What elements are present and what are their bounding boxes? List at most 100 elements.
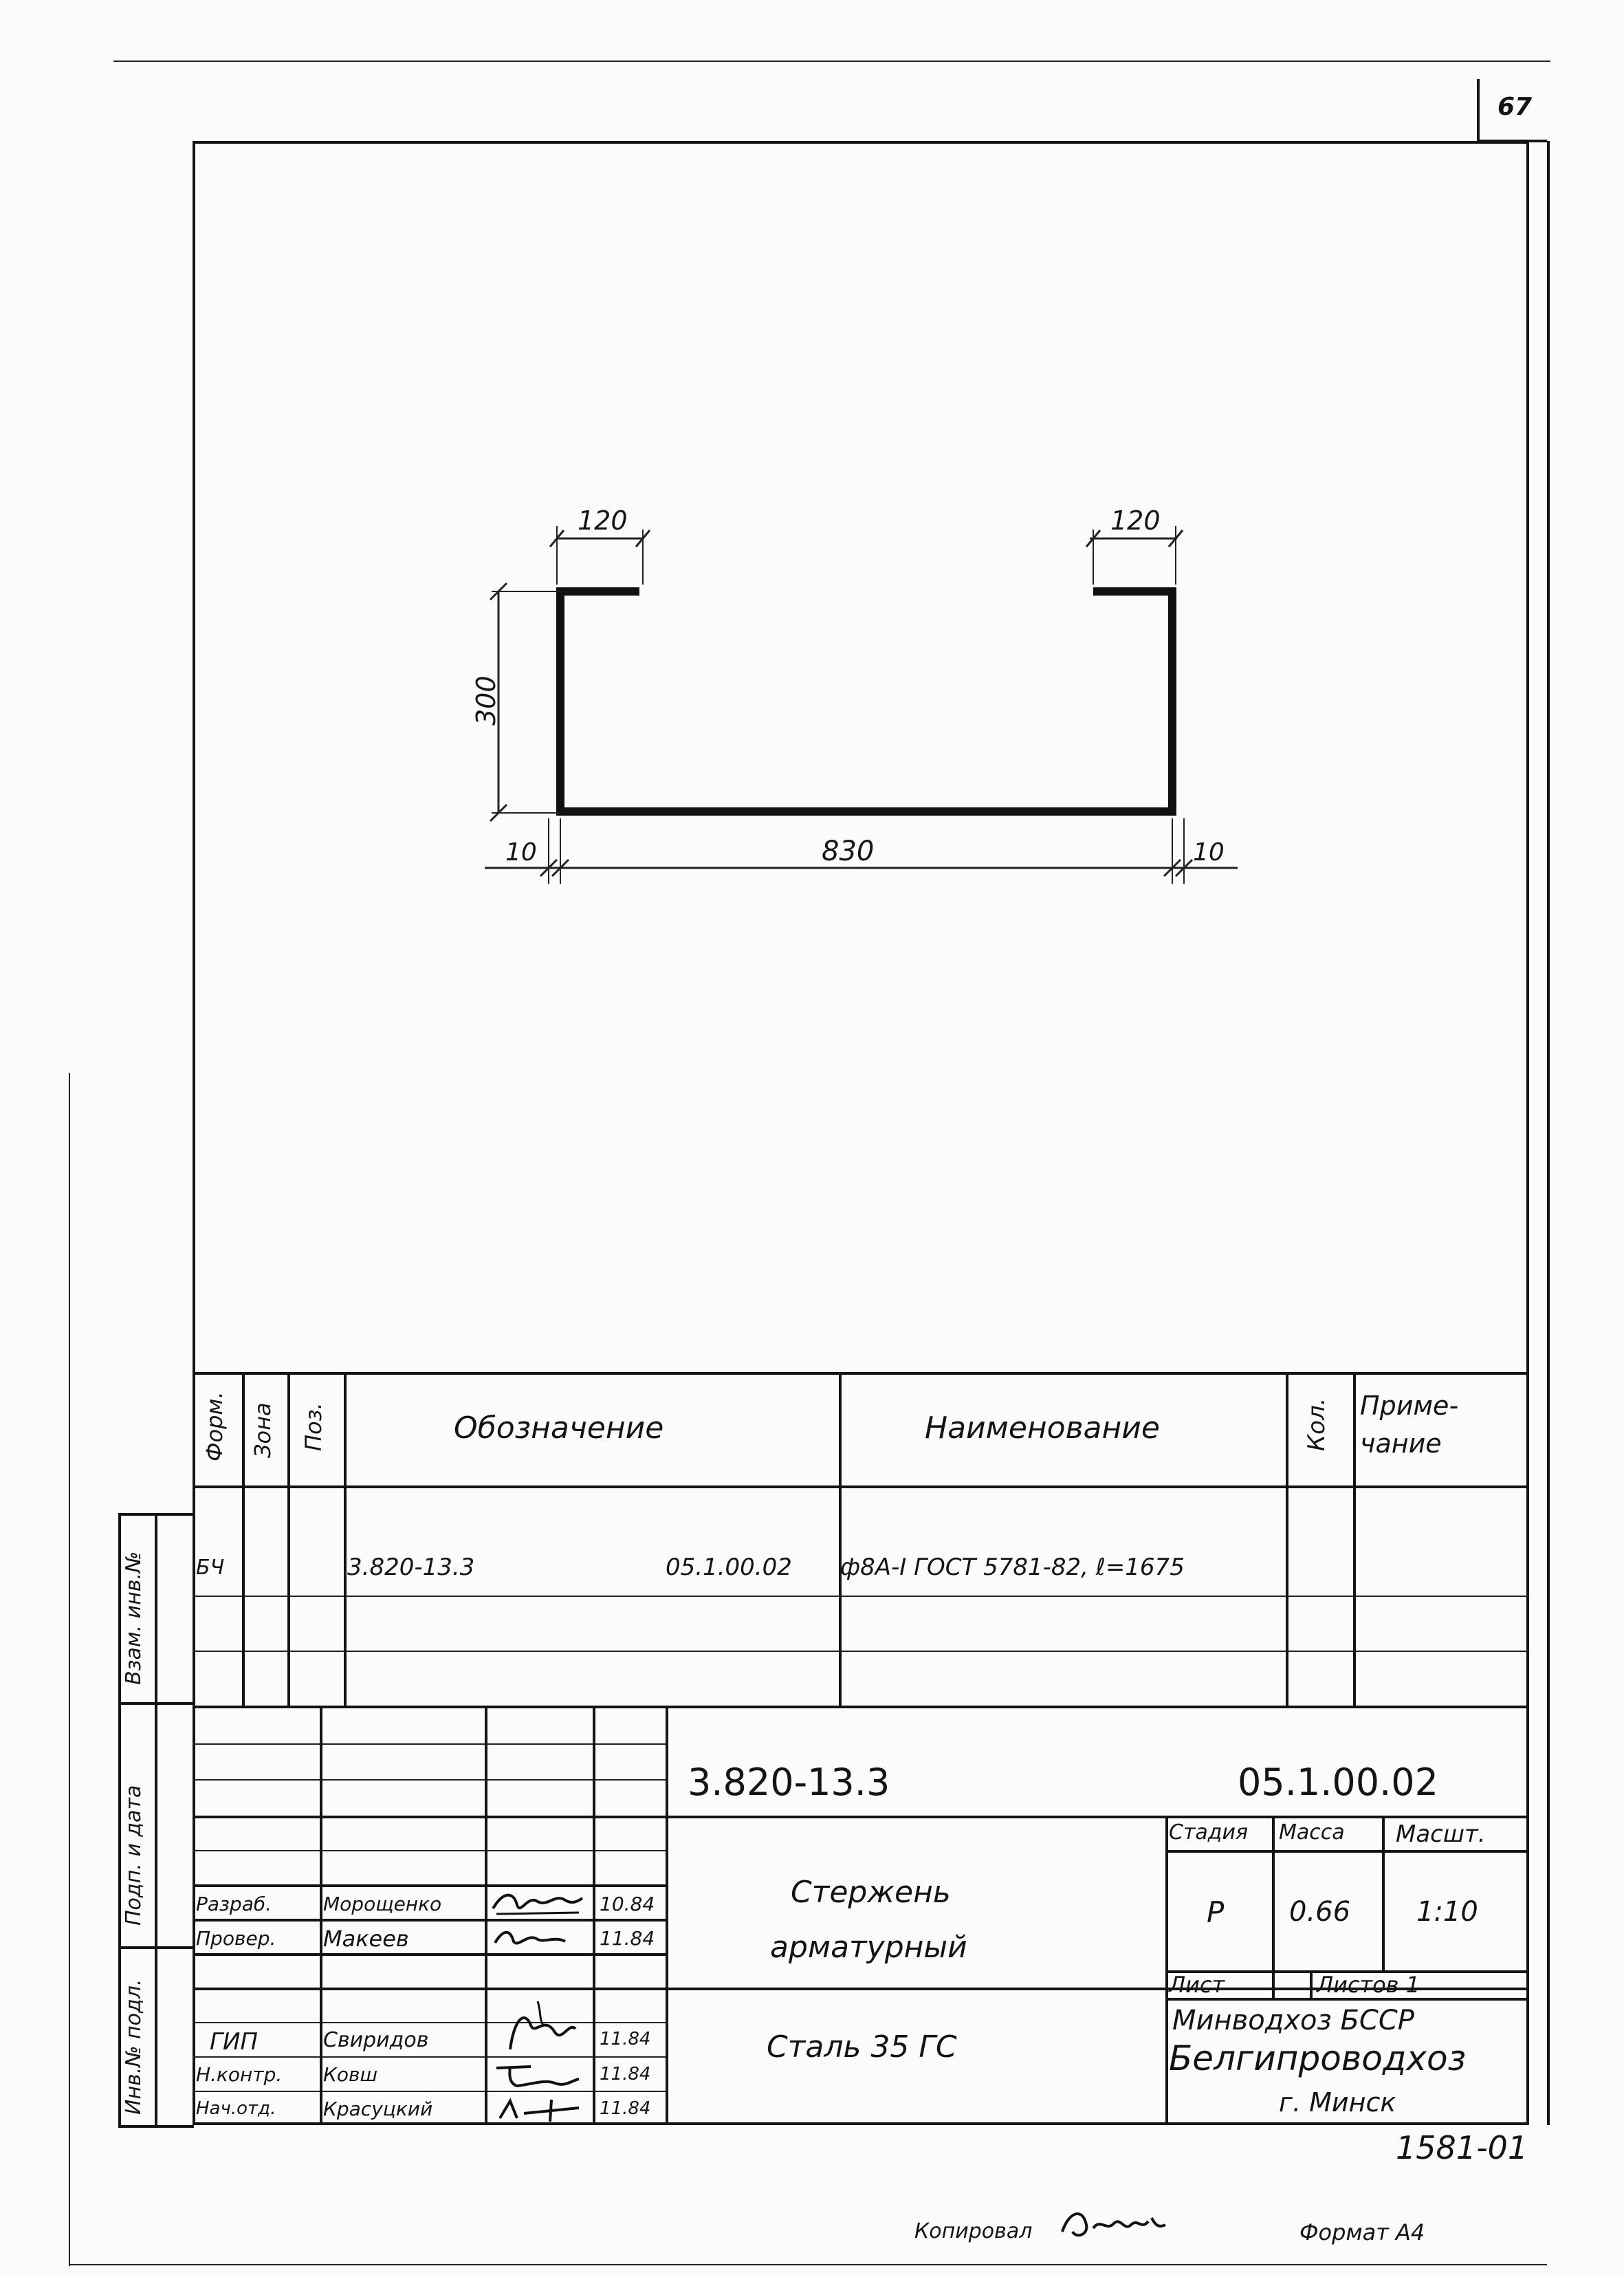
signature-3	[509, 2001, 577, 2050]
tb-sheets-label: Листов 1	[1317, 1972, 1420, 1998]
tb-date-3: 11.84	[600, 2029, 651, 2049]
spec-header-zone: Зона	[250, 1402, 276, 1458]
spec-header-designation: Обозначение	[454, 1411, 664, 1446]
signature-5	[498, 2098, 580, 2122]
spec-col-3	[344, 1372, 347, 1706]
dim-right-hook: 120	[1110, 505, 1161, 536]
side-strip-div1	[118, 1702, 194, 1705]
tb-date-1: 10.84	[600, 1893, 655, 1915]
tb-col-date	[666, 1706, 668, 2125]
tb-mass-value: 0.66	[1289, 1896, 1351, 1928]
tb-date-5: 11.84	[600, 2098, 651, 2119]
tb-material: Сталь 35 ГС	[767, 2029, 957, 2065]
bottom-rule	[69, 2264, 1547, 2265]
spec-header-bottom	[193, 1485, 1529, 1488]
tb-grid-h1	[193, 1743, 667, 1745]
tb-org-2: Белгипроводхоз	[1169, 2038, 1467, 2078]
spec-col-6	[1353, 1372, 1356, 1706]
tb-col-role	[320, 1706, 322, 2125]
side-label-inv-replace: Взам. инв.№	[122, 1551, 146, 1685]
inventory-number: 1581-01	[1396, 2129, 1528, 2166]
tb-col-name	[485, 1706, 487, 2125]
spec-col-5	[1286, 1372, 1288, 1706]
tb-stage-label: Стадия	[1169, 1820, 1249, 1844]
side-label-inv-orig: Инв.№ подл.	[122, 1979, 146, 2115]
tb-grid-h8	[193, 1988, 1529, 1990]
tb-stage-value: Р	[1207, 1895, 1225, 1929]
spec-row-line-1	[193, 1596, 1529, 1597]
tb-role-5: Нач.отд.	[196, 2098, 276, 2119]
spec-row-designation-left: 3.820-13.3	[347, 1554, 475, 1581]
tb-grid-h3	[193, 1816, 1529, 1818]
tb-part-name-1: Стержень	[791, 1875, 951, 1910]
tb-org-3: г. Минск	[1279, 2087, 1396, 2118]
spec-col-1	[242, 1372, 245, 1706]
tb-scale-value: 1:10	[1416, 1896, 1478, 1928]
tb-col-sign	[593, 1706, 595, 2125]
tb-org-1: Минводхоз БССР	[1172, 2005, 1414, 2036]
dim-left-hook: 120	[578, 505, 628, 536]
spec-row-name: ф8А-I ГОСТ 5781-82, ℓ=1675	[840, 1554, 1185, 1581]
tb-doc-code-right: 05.1.00.02	[1238, 1761, 1438, 1804]
spec-row-line-2	[193, 1651, 1529, 1652]
side-label-sign-date: Подп. и дата	[122, 1785, 146, 1926]
tb-right-col-3	[1382, 1816, 1385, 1970]
spec-row-format: БЧ	[196, 1556, 225, 1580]
top-rule	[113, 61, 1550, 62]
side-strip-outer	[118, 1513, 121, 2125]
signature-4	[496, 2065, 580, 2088]
side-strip-bottom	[118, 2125, 194, 2128]
tb-grid-h7	[193, 1953, 667, 1956]
tb-person-5: Красуцкий	[323, 2098, 433, 2120]
left-margin-line	[69, 1073, 70, 2266]
tb-scale-label: Масшт.	[1396, 1820, 1486, 1848]
format-label: Формат А4	[1299, 2219, 1425, 2245]
rebar-drawing	[485, 526, 1238, 884]
tb-grid-h2	[193, 1779, 667, 1781]
page-number: 67	[1497, 93, 1533, 121]
tb-grid-h5	[193, 1884, 667, 1887]
tb-right-h3	[1165, 1998, 1529, 2001]
spec-col-4	[839, 1372, 842, 1706]
frame-right-double	[1547, 141, 1550, 2125]
spec-bottom-border	[193, 1706, 1529, 1708]
spec-top-border	[193, 1372, 1529, 1375]
copier-signature	[1061, 2212, 1166, 2237]
tb-date-2: 11.84	[600, 1927, 655, 1950]
side-strip-div2	[118, 1946, 194, 1949]
tb-grid-h4	[193, 1850, 667, 1851]
dim-right-offset: 10	[1193, 838, 1225, 867]
side-strip-top	[118, 1513, 194, 1516]
tb-person-2: Макеев	[323, 1926, 409, 1952]
tb-mass-label: Масса	[1279, 1820, 1345, 1844]
tb-role-3: ГИП	[210, 2028, 258, 2056]
tb-right-col-4	[1310, 1970, 1313, 1998]
tb-part-name-2: арматурный	[770, 1930, 967, 1965]
tb-right-h1	[1165, 1850, 1529, 1853]
spec-header-name: Наименование	[925, 1411, 1160, 1446]
side-strip-inner	[155, 1513, 157, 2125]
tb-right-col-2	[1272, 1816, 1275, 1998]
dim-height: 300	[471, 675, 501, 726]
tb-person-3: Свиридов	[323, 2028, 429, 2052]
spec-header-note-1: Приме-	[1360, 1391, 1459, 1421]
tb-person-1: Морощенко	[323, 1893, 442, 1915]
tb-sheet-label: Лист	[1169, 1972, 1225, 1998]
signature-2	[494, 1930, 566, 1945]
tb-role-1: Разраб.	[196, 1893, 272, 1915]
dim-left-offset: 10	[505, 838, 537, 867]
spec-row-designation-right: 05.1.00.02	[666, 1554, 792, 1581]
tb-date-4: 11.84	[600, 2064, 651, 2084]
signature-1	[492, 1893, 584, 1915]
spec-header-format: Форм.	[201, 1391, 228, 1461]
tb-doc-code: 3.820-13.3	[688, 1761, 890, 1804]
tb-right-h2	[1165, 1970, 1529, 1973]
spec-header-pos: Поз.	[300, 1402, 327, 1451]
dim-bottom: 830	[822, 836, 875, 867]
page-number-box	[1477, 79, 1547, 142]
tb-role-4: Н.контр.	[196, 2063, 283, 2086]
tb-person-4: Ковш	[323, 2063, 378, 2086]
spec-col-2	[287, 1372, 290, 1706]
tb-role-2: Провер.	[196, 1927, 276, 1950]
tb-grid-h10	[193, 2056, 667, 2058]
